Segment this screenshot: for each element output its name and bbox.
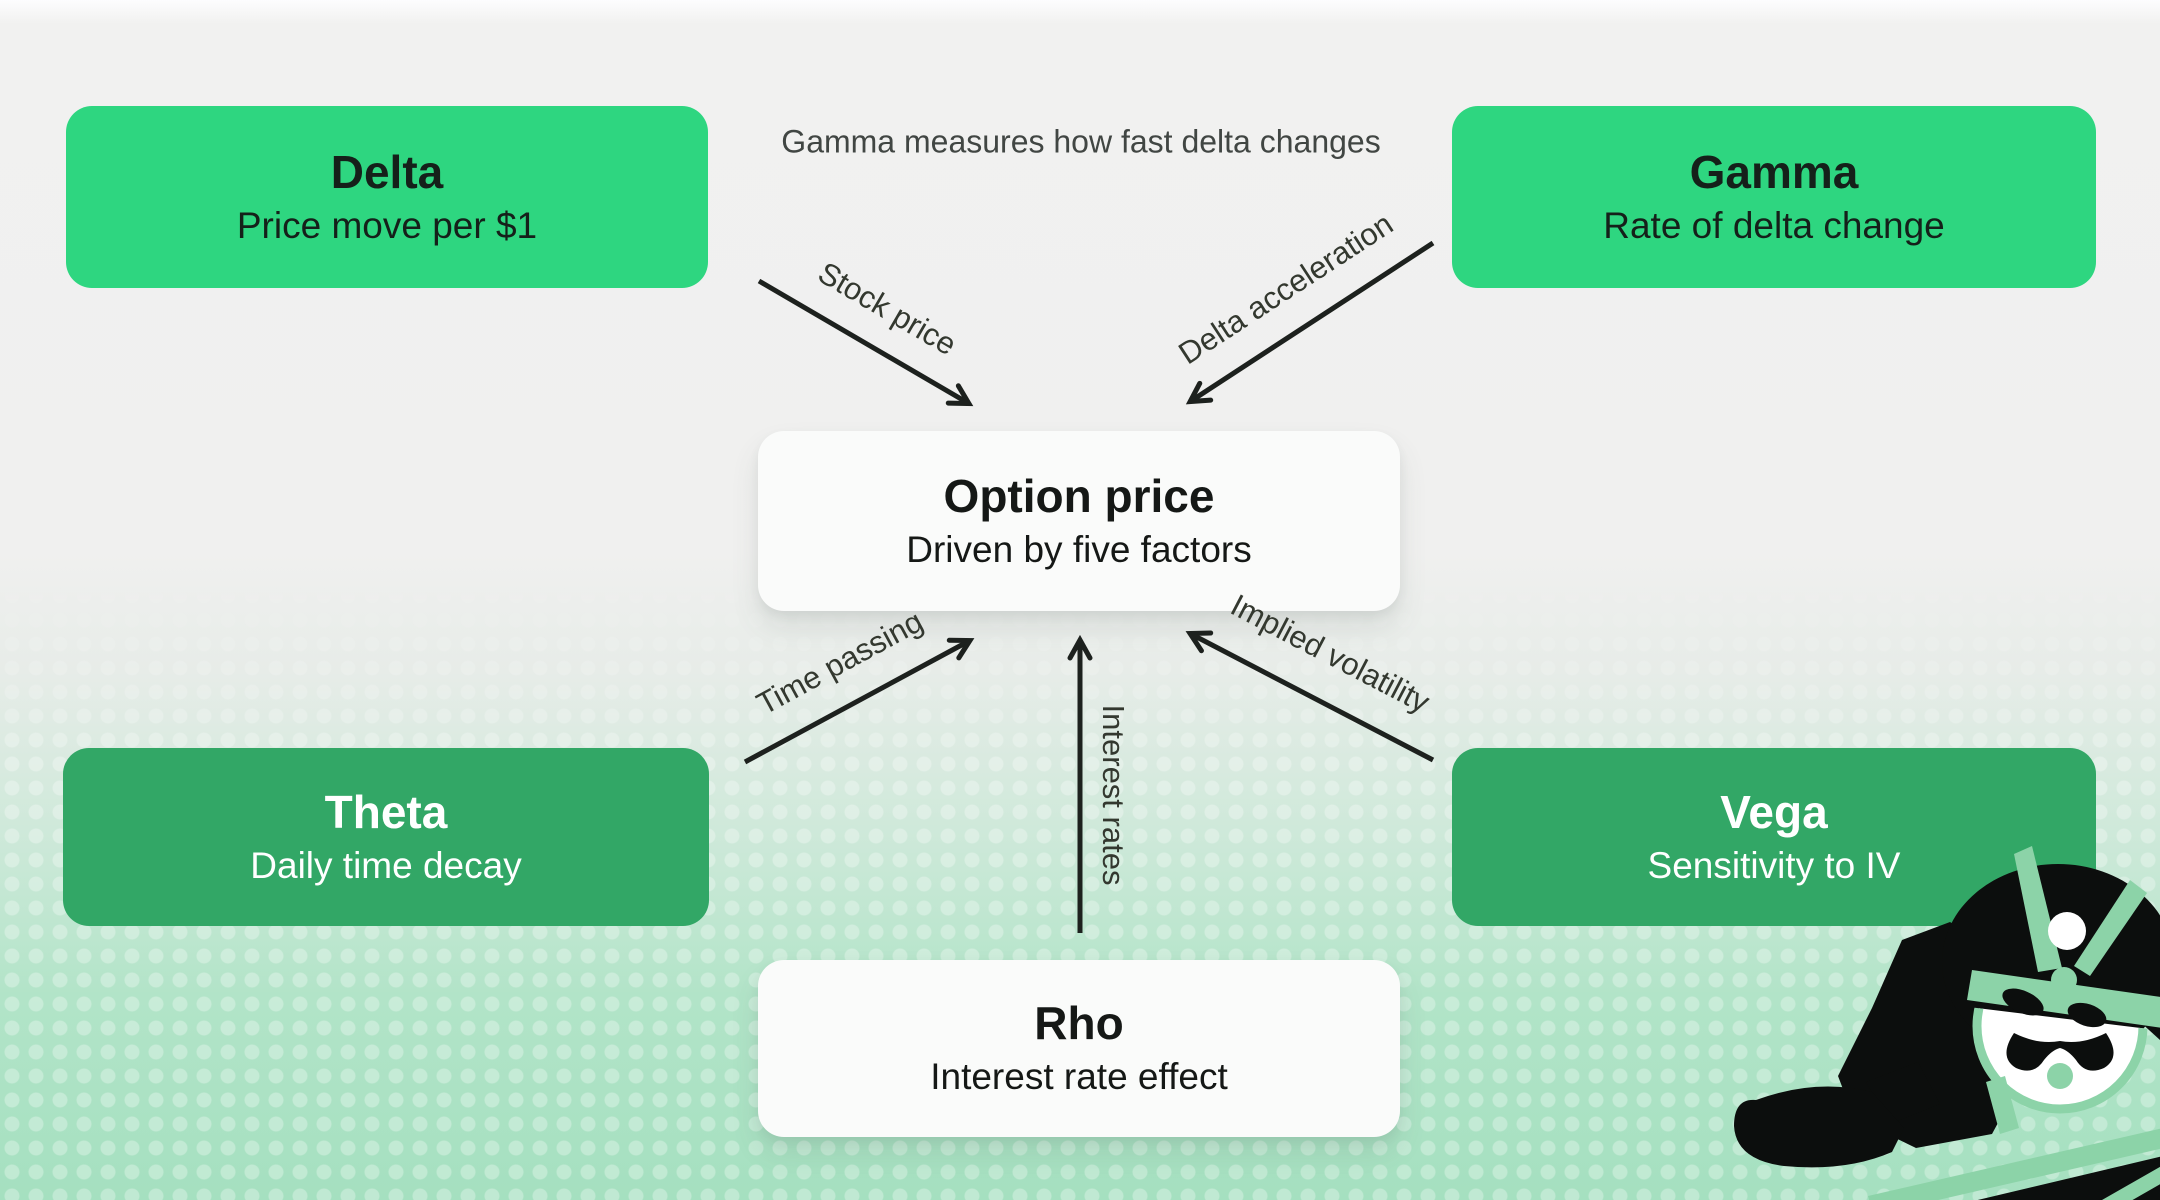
edge-label-interest-rates: Interest rates (1096, 704, 1131, 886)
node-option-price: Option price Driven by five factors (758, 431, 1400, 611)
helmet-dot (2048, 912, 2086, 950)
mascot-corner-shadow (1920, 1156, 2160, 1200)
edge-time-passing-arrow (743, 637, 975, 765)
mascot-eye-left (2002, 988, 2044, 1016)
node-option-price-title: Option price (943, 469, 1215, 522)
helmet-band (1967, 970, 2160, 1028)
node-delta-title: Delta (330, 145, 444, 198)
mascot-mustache (2006, 1033, 2114, 1071)
helmet-crest-node (2051, 967, 2077, 993)
mascot-eye-right (2067, 1002, 2107, 1028)
node-theta: Theta Daily time decay (63, 748, 709, 926)
samurai-snowboarder-icon (1734, 846, 2160, 1200)
edge-delta-acceleration-arrow (1185, 240, 1435, 405)
node-gamma-subtitle: Rate of delta change (1603, 204, 1945, 246)
mascot-chin (2047, 1063, 2073, 1089)
mascot-board-strut (1986, 1076, 2019, 1134)
node-rho-title: Rho (1034, 997, 1124, 1049)
edge-stock-price-arrow (757, 278, 974, 407)
node-gamma-title: Gamma (1689, 145, 1859, 198)
node-theta-title: Theta (324, 785, 448, 838)
node-delta-subtitle: Price move per $1 (236, 204, 538, 246)
edge-implied-volatility-arrow (1185, 630, 1435, 763)
node-vega-subtitle: Sensitivity to IV (1647, 844, 1901, 886)
gamma-annotation-text: Gamma measures how fast delta changes (781, 123, 1381, 160)
node-delta: Delta Price move per $1 (66, 106, 708, 288)
helmet-crest-right (2074, 880, 2147, 976)
mascot-board (1868, 1128, 2160, 1200)
node-rho: Rho Interest rate effect (758, 960, 1400, 1137)
mascot-boot (1734, 1086, 1904, 1168)
node-theta-subtitle: Daily time decay (250, 844, 522, 886)
node-rho-subtitle: Interest rate effect (930, 1056, 1228, 1098)
node-option-price-subtitle: Driven by five factors (906, 528, 1252, 570)
node-gamma: Gamma Rate of delta change (1452, 106, 2096, 288)
node-vega-title: Vega (1720, 785, 1828, 838)
node-vega: Vega Sensitivity to IV (1452, 748, 2096, 926)
helmet-crest-left (2014, 846, 2062, 972)
